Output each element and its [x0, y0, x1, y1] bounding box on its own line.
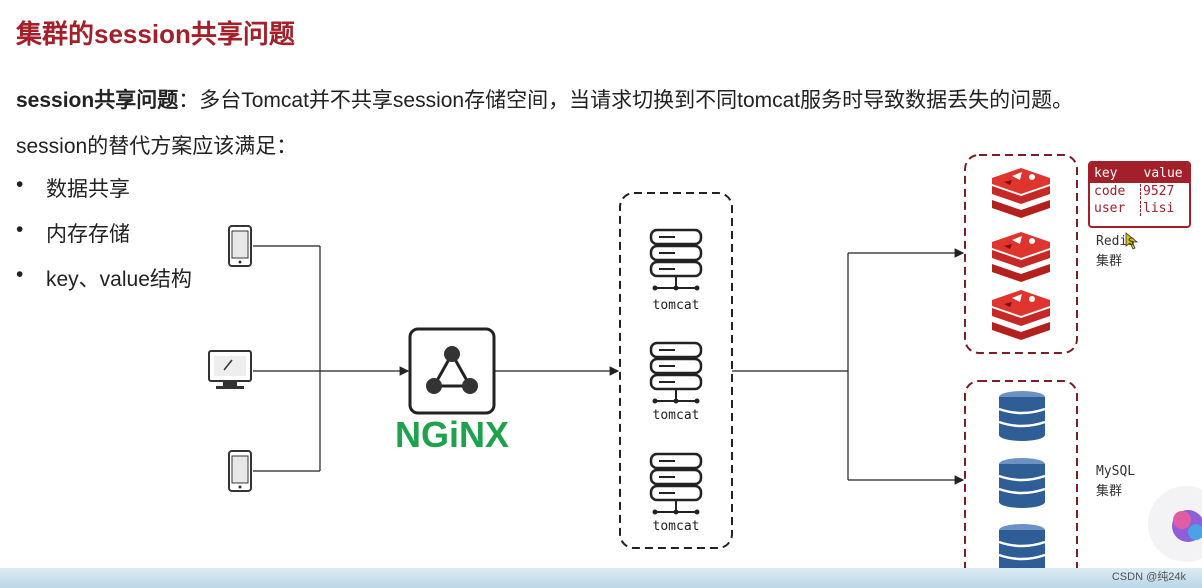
kv-header-value: value	[1143, 165, 1183, 181]
redis-cluster-border	[964, 154, 1078, 354]
tomcat-cluster-border	[619, 192, 733, 549]
tomcat-label: tomcat	[653, 519, 700, 534]
redis-icon	[992, 232, 1050, 282]
server-icon	[649, 341, 703, 405]
phone-icon	[228, 450, 252, 492]
problem-text: ：多台Tomcat并不共享session存储空间，当请求切换到不同tomcat服…	[178, 89, 1074, 112]
bullet-dot: •	[16, 218, 24, 241]
database-icon	[997, 522, 1047, 576]
bottom-taskbar-strip	[0, 568, 1202, 588]
server-icon	[649, 452, 703, 516]
bullet-text: 内存存储	[46, 223, 130, 246]
problem-statement: session共享问题：多台Tomcat并不共享session存储空间，当请求切…	[16, 84, 1073, 114]
database-icon	[997, 456, 1047, 510]
bullet-text: key、value结构	[46, 268, 192, 291]
nginx-icon	[408, 327, 496, 415]
list-item: • key、value结构	[16, 263, 192, 308]
kv-value: 9527	[1143, 184, 1175, 199]
page-title: 集群的session共享问题	[16, 19, 295, 49]
phone-icon	[228, 225, 252, 267]
mysql-label-line1: MySQL	[1096, 464, 1136, 479]
monitor-icon	[208, 350, 252, 389]
nginx-logo-text: NGiNX	[395, 414, 509, 455]
bullet-dot: •	[16, 263, 24, 286]
list-item: • 内存存储	[16, 218, 192, 263]
bullet-text: 数据共享	[46, 178, 130, 201]
database-icon	[997, 389, 1047, 443]
redis-icon	[992, 168, 1050, 218]
problem-term: session共享问题	[16, 89, 179, 112]
watermark: CSDN @纯24k	[1111, 571, 1186, 583]
tomcat-label: tomcat	[653, 408, 700, 423]
table-row: user lisi	[1090, 200, 1189, 217]
table-row: code 9527	[1090, 183, 1189, 200]
kv-header-key: key	[1094, 165, 1118, 181]
server-icon	[649, 228, 703, 292]
kv-key: code	[1090, 184, 1141, 199]
redis-label-line1: Redis	[1096, 234, 1136, 249]
kv-value: lisi	[1143, 201, 1175, 216]
kv-header: key value	[1090, 163, 1189, 183]
cursor-icon	[1125, 232, 1139, 250]
kv-key: user	[1090, 201, 1141, 216]
list-item: • 数据共享	[16, 173, 192, 218]
mysql-label-line2: 集群	[1096, 484, 1123, 499]
bullet-dot: •	[16, 173, 24, 196]
requirements-heading: session的替代方案应该满足：	[16, 135, 298, 158]
requirements-list: • 数据共享 • 内存存储 • key、value结构	[16, 173, 192, 308]
redis-label-line2: 集群	[1096, 254, 1123, 269]
kv-table: key value code 9527 user lisi	[1088, 161, 1191, 228]
assistant-brain-icon[interactable]	[1148, 486, 1202, 562]
redis-icon	[992, 290, 1050, 340]
tomcat-label: tomcat	[653, 298, 700, 313]
